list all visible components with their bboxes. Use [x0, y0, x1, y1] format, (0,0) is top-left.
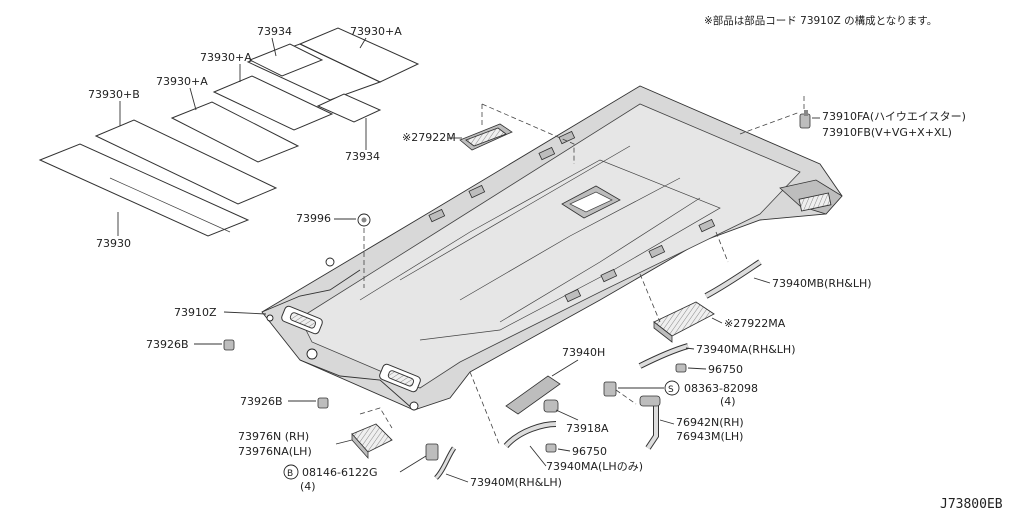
- label-73996: 73996: [296, 212, 331, 225]
- label-73930-A-3: 73930+A: [156, 75, 208, 88]
- label-73930: 73930: [96, 237, 131, 250]
- clip-73926B-1: [223, 339, 235, 351]
- clip-73910F: [739, 96, 811, 135]
- label-73910Z: 73910Z: [174, 306, 217, 319]
- label-27922M: ※27922M: [402, 131, 456, 144]
- side-rail-clips: [428, 130, 716, 303]
- assist-grip-76942N: [639, 395, 661, 450]
- screw-s-letter: S: [668, 385, 674, 395]
- pad-73930: [38, 143, 250, 237]
- label-73976N: 73976N (RH): [238, 430, 309, 443]
- part-73918A: [543, 399, 559, 413]
- bolt-b-symbol: [283, 464, 299, 480]
- label-76942N: 76942N(RH): [676, 416, 744, 429]
- label-08363-qty: (4): [720, 395, 736, 408]
- part-73976N: [351, 407, 393, 460]
- headliner-inner-surface: [299, 103, 801, 389]
- label-73910FB: 73910FB(V+VG+X+XL): [822, 126, 952, 139]
- pad-73934-bottom: [316, 93, 382, 123]
- label-73926B-2: 73926B: [240, 395, 283, 408]
- label-08146: 08146-6122G: [302, 466, 377, 479]
- label-96750-1: 96750: [708, 363, 743, 376]
- label-73940H: 73940H: [562, 346, 605, 359]
- label-96750-2: 96750: [572, 445, 607, 458]
- pad-73930-A-2: [212, 75, 334, 131]
- insulator-pads: [38, 27, 420, 237]
- clip-96750-1: [675, 363, 687, 373]
- part-27922MA: [639, 273, 715, 343]
- pad-73934-top: [248, 43, 324, 77]
- clip-96750-2: [545, 443, 557, 453]
- handle-73940MB: [704, 231, 762, 299]
- part-73940H: [469, 371, 561, 447]
- bolt-08146: [425, 443, 439, 461]
- label-73934-top: 73934: [257, 25, 292, 38]
- grip-73940MA-rhlh: [638, 343, 689, 369]
- grip-73940MA-lh: [503, 421, 557, 449]
- bolt-b-letter: B: [287, 469, 293, 479]
- label-73940MA-rhlh: 73940MA(RH&LH): [696, 343, 795, 356]
- clip-73926B-2: [317, 397, 329, 409]
- label-73910FA: 73910FA(ハイウエイスター): [822, 110, 966, 123]
- composition-note: ※部品は部品コード 73910Z の構成となります。: [704, 14, 937, 27]
- label-27922MA: ※27922MA: [724, 317, 786, 330]
- label-73930-A-2: 73930+A: [200, 51, 252, 64]
- label-08146-qty: (4): [300, 480, 316, 493]
- pad-73930-seam: [109, 177, 231, 233]
- screw-08363: [603, 381, 637, 405]
- pad-73930-B: [94, 119, 278, 205]
- handle-73940M: [434, 446, 457, 480]
- pad-73930-A-3: [170, 101, 300, 163]
- label-73930-A-top: 73930+A: [350, 25, 402, 38]
- map-lamp-openings: [281, 305, 421, 393]
- part-27922M: [459, 103, 575, 164]
- label-73930-B: 73930+B: [88, 88, 140, 101]
- headliner-73910Z: [261, 85, 843, 411]
- label-08363: 08363-82098: [684, 382, 758, 395]
- label-73934-bottom: 73934: [345, 150, 380, 163]
- diagram-code: J73800EB: [940, 497, 1003, 512]
- label-73940MB: 73940MB(RH&LH): [772, 277, 872, 290]
- label-73940M: 73940M(RH&LH): [470, 476, 562, 489]
- label-76943M: 76943M(LH): [676, 430, 743, 443]
- label-73926B-1: 73926B: [146, 338, 189, 351]
- clip-73996: [357, 213, 371, 288]
- label-73940MA-lh: 73940MA(LHのみ): [546, 460, 643, 473]
- label-73976NA: 73976NA(LH): [238, 445, 312, 458]
- screw-s-symbol: [664, 380, 680, 396]
- label-73918A: 73918A: [566, 422, 609, 435]
